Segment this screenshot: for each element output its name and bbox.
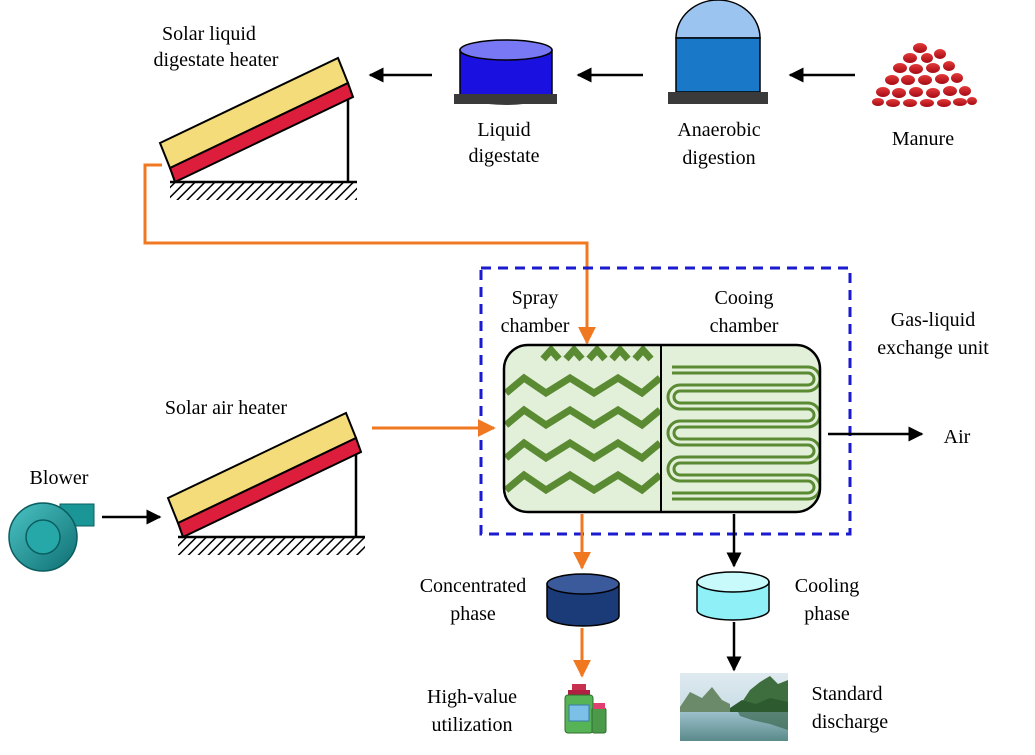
anaerobic-label-2: digestion [682, 147, 755, 169]
ground-hatch [170, 182, 357, 200]
liquid-digestate-tank [454, 39, 557, 105]
concentrated-label-1: Concentrated [420, 575, 527, 597]
concentrated-phase-tank [546, 573, 620, 627]
cooling-phase-tank [696, 571, 770, 621]
standard-discharge-label-1: Standard [811, 683, 882, 705]
anaerobic-label-1: Anaerobic [677, 119, 760, 141]
cooling-phase-label-2: phase [804, 603, 850, 625]
gas-liquid-label-1: Gas-liquid [891, 309, 975, 331]
liquid-digestate-label-2: digestate [468, 145, 539, 167]
liquid-digestate-pipe [143, 163, 596, 345]
product-bottle-icon [564, 684, 607, 734]
blower-label: Blower [30, 467, 89, 489]
blower-fan-icon [8, 502, 95, 572]
manure-pile-icon [872, 43, 977, 107]
concentrated-label-2: phase [450, 603, 496, 625]
manure-label: Manure [892, 128, 954, 150]
spray-zigzags [504, 345, 663, 495]
cooling-phase-label-1: Cooling [795, 575, 859, 597]
liquid-digestate-label-1: Liquid [477, 119, 530, 141]
gas-liquid-exchange-unit-boundary [479, 266, 852, 536]
solar-liquid-heater-label-1: Solar liquid [162, 23, 256, 45]
gas-liquid-label-2: exchange unit [877, 337, 989, 359]
solar-liquid-heater-label-2: digestate heater [154, 49, 279, 71]
cooling-chamber-label-2: chamber [710, 315, 779, 337]
solar-air-heater [166, 411, 365, 555]
high-value-label-1: High-value [427, 686, 517, 708]
river-landscape-icon [680, 673, 788, 741]
exchange-chamber [502, 343, 822, 514]
standard-discharge-label-2: discharge [812, 711, 888, 733]
high-value-label-2: utilization [431, 714, 512, 736]
solar-air-heater-label: Solar air heater [165, 397, 287, 419]
cooling-chamber-label-1: Cooing [715, 287, 774, 309]
spray-chamber-label-2: chamber [501, 315, 570, 337]
air-label: Air [944, 426, 971, 448]
spray-chamber-label-1: Spray [512, 287, 559, 309]
heater-panel-absorber [168, 81, 355, 184]
solar-liquid-digestate-heater [158, 56, 357, 200]
anaerobic-digester [668, 0, 768, 104]
